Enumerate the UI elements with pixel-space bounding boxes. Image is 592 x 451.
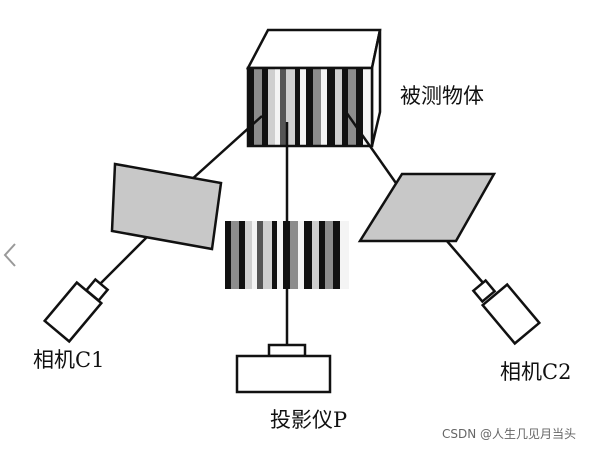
- camera-c2-lens: [471, 278, 497, 304]
- chevron-left-icon: [3, 243, 16, 267]
- camera-c1-image-plane: [110, 162, 223, 251]
- ray-object-to-c2: [344, 111, 400, 187]
- camera-c1: [42, 277, 110, 344]
- measured-object-label: 被测物体: [400, 84, 484, 108]
- ray-c1-panel-to-camera: [99, 231, 153, 285]
- cube-top-face: [245, 28, 382, 70]
- source-watermark: CSDN @人生几见月当头: [441, 427, 576, 441]
- projector-body: [235, 354, 332, 394]
- measured-object-cube: [245, 28, 382, 148]
- camera-c2: [471, 278, 542, 346]
- previous-image-button[interactable]: [0, 238, 22, 272]
- camera-c2-image-plane: [357, 172, 497, 243]
- camera-c1-label: 相机C1: [33, 348, 105, 372]
- projector-lens: [267, 343, 307, 358]
- camera-c2-label: 相机C2: [500, 360, 572, 384]
- projector: [235, 343, 332, 394]
- projector-label: 投影仪P: [270, 408, 348, 432]
- camera-c1-body: [42, 280, 104, 344]
- cube-front-fringe: [246, 66, 374, 148]
- camera-c2-body: [480, 282, 542, 346]
